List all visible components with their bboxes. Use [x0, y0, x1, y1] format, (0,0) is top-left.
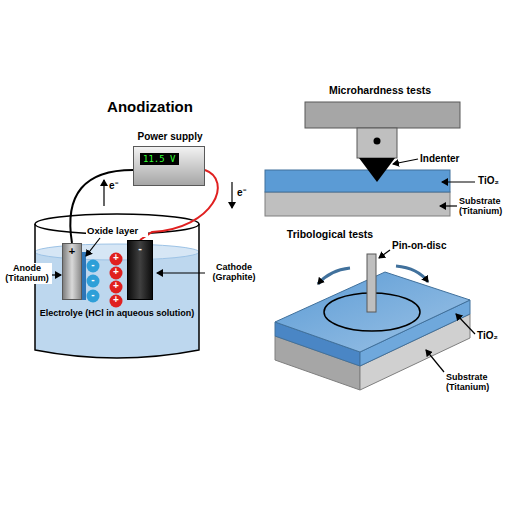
leader-arrow [379, 250, 390, 258]
rotation-arrow [396, 266, 428, 282]
indenter-tip [359, 158, 395, 182]
part-label: Substrate (Titanium) [446, 372, 508, 393]
anion [87, 275, 100, 288]
anion [87, 260, 100, 273]
electrolyte [35, 252, 199, 358]
indenter-holder [305, 102, 460, 128]
section-title: Tribological tests [270, 228, 390, 240]
part-label: Substrate (Titanium) [459, 196, 511, 217]
leader-arrow [456, 314, 475, 334]
cathode-electrode: - [127, 240, 153, 300]
rotation-arrow [318, 268, 350, 284]
part-label: Indenter [420, 153, 480, 165]
part-label: TiO₂ [478, 175, 510, 187]
electron-arrow [231, 182, 232, 208]
cation [110, 267, 123, 280]
part-label: TiO₂ [477, 330, 509, 342]
electron-arrow [103, 180, 104, 206]
indenter-dot [374, 138, 381, 145]
electrode-sign: - [128, 242, 152, 254]
cation [110, 281, 123, 294]
node-heading: Power supply [134, 131, 206, 142]
ion-sign: + [109, 252, 123, 264]
part-label: Anode (Titanium) [2, 263, 52, 284]
ion-sign: + [109, 294, 123, 306]
part-label: Pin-on-disc [392, 240, 462, 252]
leader-arrow [440, 205, 457, 206]
ion-sign: - [86, 289, 100, 301]
electron-label: e⁻ [109, 180, 125, 192]
indenter-shaft [357, 128, 397, 158]
anion [87, 290, 100, 303]
ion-sign: + [109, 266, 123, 278]
substrate-layer [265, 192, 450, 216]
part-label: Oxide layer [86, 226, 148, 237]
ion-sign: - [86, 259, 100, 271]
tio2-layer [265, 170, 450, 192]
ion-sign: + [109, 280, 123, 292]
anode-electrode: + [62, 243, 82, 300]
leader-arrow [393, 159, 418, 164]
cation [110, 253, 123, 266]
cation [110, 295, 123, 308]
section-title: Anodization [95, 98, 205, 115]
electrode-sign: + [63, 245, 81, 257]
part-label: Cathode (Graphite) [206, 262, 262, 283]
voltage-display: 11.5 V [140, 153, 179, 165]
leader-arrow [442, 181, 475, 182]
leader-arrow [86, 238, 100, 256]
electron-label: e⁻ [237, 187, 253, 199]
part-label: Electrolye (HCl in aqueous solution) [38, 308, 196, 318]
beaker-wall [35, 224, 199, 358]
leader-arrow [426, 350, 444, 372]
ion-sign: - [86, 274, 100, 286]
oxide-layer [82, 252, 86, 300]
section-title: Microhardness tests [310, 84, 450, 96]
pin [367, 254, 376, 312]
power-supply: Power supply11.5 V [133, 146, 205, 186]
leader-arrow [157, 272, 205, 273]
